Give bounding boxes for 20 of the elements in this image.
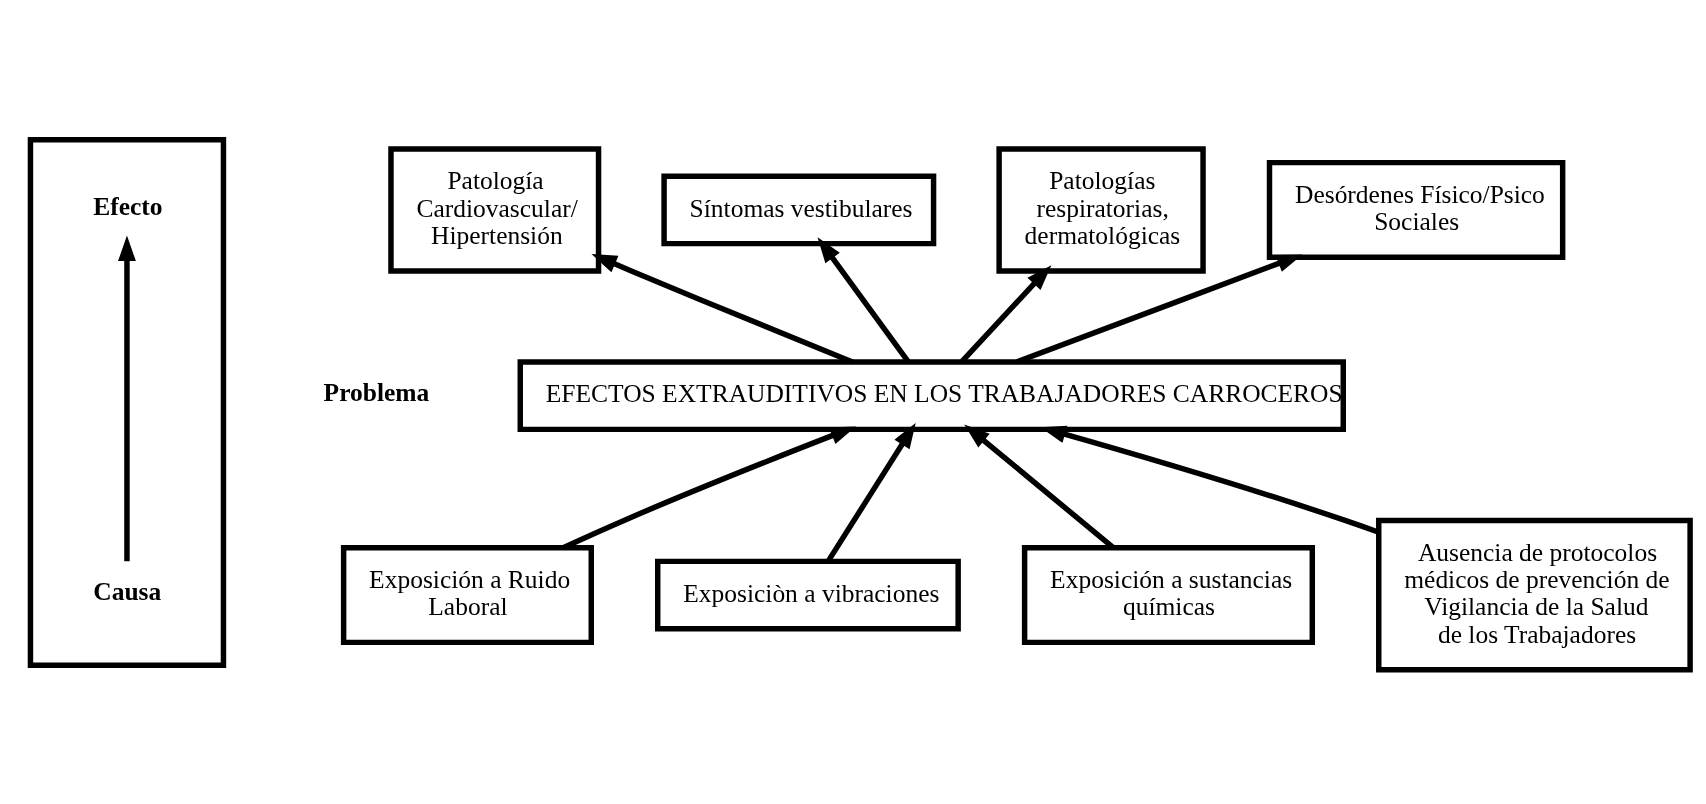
node-box: Exposición a sustancias químicas [1021,544,1316,645]
node-box: Patología Cardiovascular/ Hipertensión [388,145,602,274]
arrow [817,236,911,363]
arrow [960,264,1052,363]
node-text: Efecto [93,191,163,221]
node-box: Síntomas vestibulares [661,173,937,246]
cluster [27,136,227,668]
node-box: Patologías respiratorias, dermatológicas [996,145,1206,274]
arrow [562,425,856,550]
node-box: Exposición a Ruido Laboral [340,544,594,645]
node-label: Problema [323,377,430,407]
node-box: Exposiciòn a vibraciones [655,558,961,631]
arrow [591,253,854,364]
arrow [826,422,916,562]
arrow [118,235,136,561]
node-box: Desórdenes Físico/Psico Sociales [1266,159,1566,260]
node-text: Causa [93,576,162,606]
node-box: EFECTOS EXTRAUDITIVOS EN LOS TRABAJADORES CARROCEROS [517,358,1346,432]
arrow [1015,253,1303,364]
node-box: Ausencia de protocolos médicos de prevención de Vigilancia de la Salud de los Trabajadores [1376,517,1693,672]
